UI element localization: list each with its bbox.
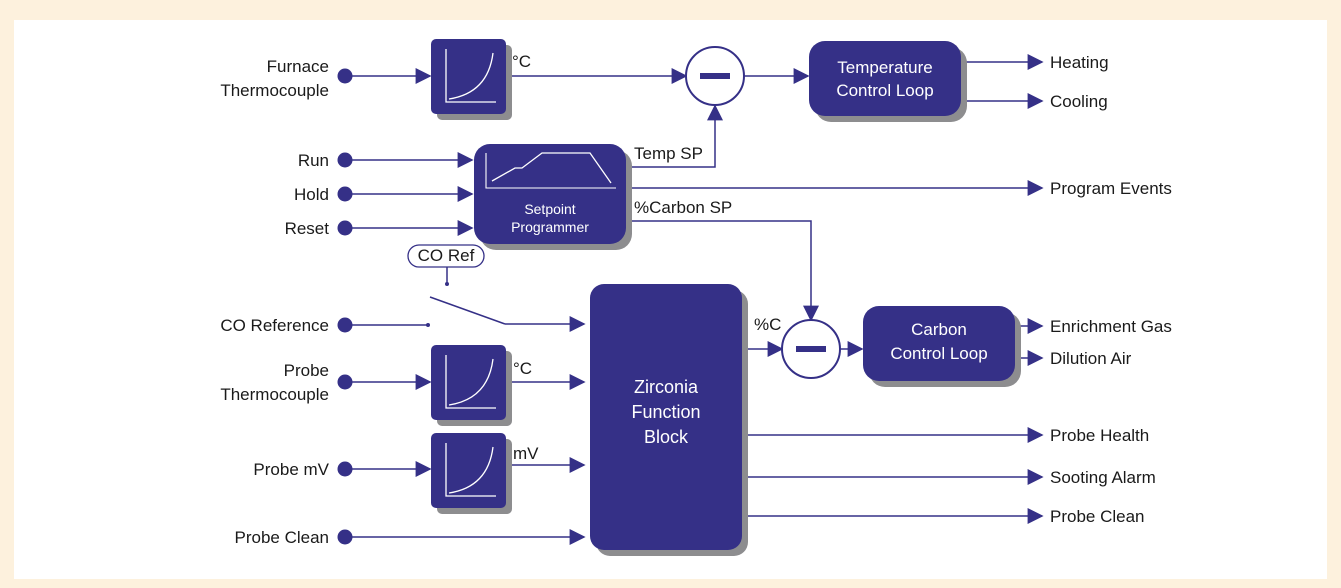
hold-dot	[337, 186, 353, 202]
furnace-tc-label-line1: Furnace	[267, 57, 329, 76]
temp-summing-junction-icon	[685, 46, 745, 106]
co-ref-tag	[407, 244, 485, 268]
setpoint-programmer-block	[474, 144, 632, 250]
temperature-loop-label-line1: Temperature	[837, 58, 932, 77]
furnace-linearizer	[431, 39, 512, 120]
carbon-loop-label-line1: Carbon	[911, 320, 967, 339]
co-ref-selector-dot	[445, 282, 449, 286]
probe-mv-label: Probe mV	[253, 460, 329, 479]
heating-label: Heating	[1050, 53, 1109, 72]
zirconia-label-line3: Block	[644, 427, 689, 447]
probe-tc-dot	[337, 374, 353, 390]
temperature-loop-block	[809, 41, 967, 122]
percent-c-label: %C	[754, 315, 781, 334]
zirconia-label-line1: Zirconia	[634, 377, 699, 397]
programmer-label-line2: Programmer	[511, 219, 589, 235]
sooting-alarm-label: Sooting Alarm	[1050, 468, 1156, 487]
furnace-tc-dot	[337, 68, 353, 84]
reset-dot	[337, 220, 353, 236]
probe-tc-label-line2: Thermocouple	[220, 385, 329, 404]
probe-mv-linearizer	[431, 433, 512, 514]
furnace-tc-label-line2: Thermocouple	[220, 81, 329, 100]
reset-label: Reset	[285, 219, 330, 238]
co-ref-switch-pivot	[426, 323, 430, 327]
mv-signal-label: mV	[513, 444, 539, 463]
probe-mv-dot	[337, 461, 353, 477]
temp-sp-line	[625, 104, 723, 168]
carbon-sp-line	[625, 220, 819, 322]
co-reference-dot	[337, 317, 353, 333]
enrichment-gas-label: Enrichment Gas	[1050, 317, 1172, 336]
probe-tc-label-line1: Probe	[284, 361, 329, 380]
run-label: Run	[298, 151, 329, 170]
carbon-sp-label: %Carbon SP	[634, 198, 732, 217]
hold-label: Hold	[294, 185, 329, 204]
co-ref-switch-blade	[429, 296, 506, 325]
furnace-temp-signal-label: °C	[512, 52, 531, 71]
probe-temp-signal-label: °C	[513, 359, 532, 378]
probe-clean-dot	[337, 529, 353, 545]
probe-clean-input-label: Probe Clean	[234, 528, 329, 547]
cooling-label: Cooling	[1050, 92, 1108, 111]
programmer-label-line1: Setpoint	[524, 201, 575, 217]
zirconia-block	[590, 284, 748, 556]
run-dot	[337, 152, 353, 168]
co-reference-label: CO Reference	[220, 316, 329, 335]
temperature-loop-label-line2: Control Loop	[836, 81, 933, 100]
carbon-loop-block	[863, 306, 1021, 387]
zirconia-label-line2: Function	[631, 402, 700, 422]
probe-clean-output-label: Probe Clean	[1050, 507, 1145, 526]
carbon-loop-label-line2: Control Loop	[890, 344, 987, 363]
carbon-summing-junction-icon	[781, 319, 841, 379]
probe-tc-linearizer	[431, 345, 512, 426]
probe-health-label: Probe Health	[1050, 426, 1149, 445]
co-ref-label: CO Ref	[418, 246, 475, 265]
dilution-air-label: Dilution Air	[1050, 349, 1132, 368]
temp-sp-label: Temp SP	[634, 144, 703, 163]
program-events-label: Program Events	[1050, 179, 1172, 198]
